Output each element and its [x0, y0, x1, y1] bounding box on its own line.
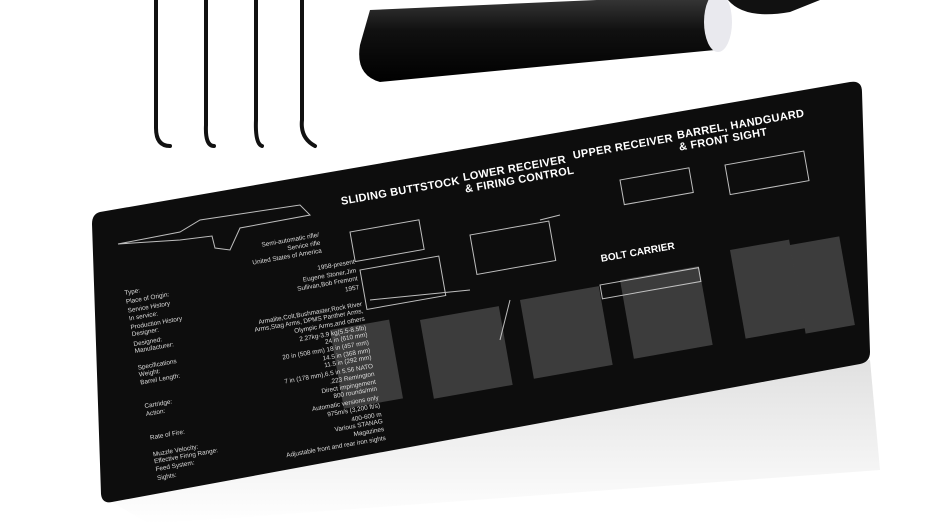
cleaning-mat: [92, 81, 870, 503]
spec-label: Specifications Weight: Barrel Length:: [137, 357, 181, 387]
storage-tube-icon: [359, 0, 820, 82]
pick-tool-set-icon: [154, 0, 317, 148]
spec-value: 1957: [344, 284, 360, 294]
mat-reflection: [108, 360, 880, 524]
exploded-diagram-icon: [117, 150, 810, 341]
spec-table: Type: Place of Origin:1958-present Servi…: [124, 250, 387, 485]
spec-label: Sights:: [156, 471, 178, 483]
parts-list: [330, 236, 855, 409]
spec-label: Cartridge: Action:: [144, 398, 173, 418]
